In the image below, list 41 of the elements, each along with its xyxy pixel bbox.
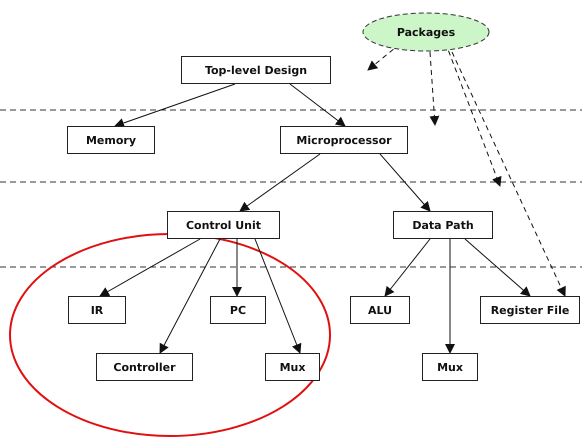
node-label: Data Path [412, 218, 474, 232]
node-label: Mux [280, 360, 306, 374]
module-box [350, 296, 410, 324]
arrow [384, 238, 430, 297]
arrow [367, 48, 394, 71]
package-ellipse [362, 12, 490, 52]
arrow [232, 238, 242, 297]
module-box [167, 211, 280, 239]
node-label: PC [230, 304, 246, 316]
node-label: Mux [437, 360, 463, 374]
arrow [452, 52, 566, 297]
arrow [290, 84, 346, 127]
module-box [210, 296, 266, 324]
module-box [181, 56, 331, 84]
module-box [422, 353, 478, 381]
node-label: Memory [86, 134, 136, 146]
arrow [160, 238, 220, 354]
node-label: Control Unit [186, 218, 262, 232]
module-box [265, 353, 320, 381]
arrow [380, 154, 431, 212]
arrow [99, 238, 200, 296]
module-box [68, 296, 126, 324]
module-box [280, 126, 408, 154]
module-box [393, 211, 493, 239]
arrow [239, 154, 320, 212]
module-box [480, 296, 580, 324]
node-label: ALU [368, 304, 392, 316]
arrow [429, 51, 440, 126]
node-label: Packages [396, 26, 456, 38]
arrow [445, 238, 455, 354]
module-box [67, 126, 155, 154]
node-label: Register File [490, 304, 570, 316]
arrow [114, 84, 236, 128]
node-label: Microprocessor [296, 134, 392, 146]
arrow [254, 238, 302, 354]
arrow [448, 50, 502, 187]
node-label: Controller [113, 360, 176, 374]
arrow [464, 238, 531, 297]
module-box [96, 353, 193, 381]
node-label: Top-level Design [204, 64, 308, 76]
node-label: IR [90, 304, 104, 316]
